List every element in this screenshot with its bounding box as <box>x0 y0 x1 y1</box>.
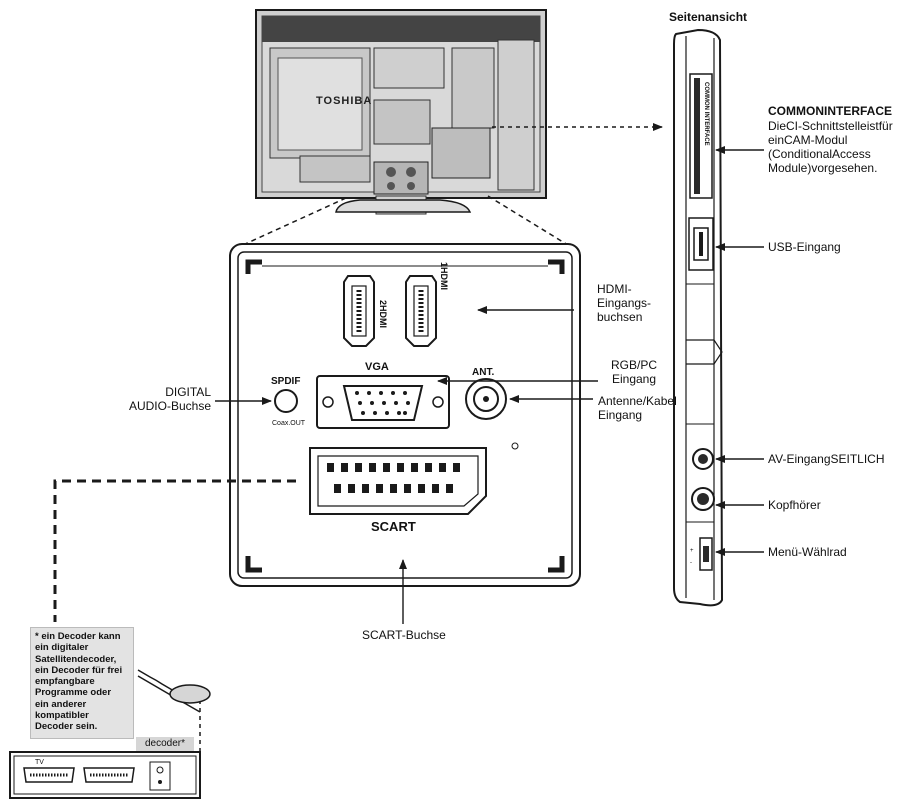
note-line-9: Decoder sein. <box>35 721 98 733</box>
tv-rear: TOSHIBA <box>255 9 547 215</box>
ci-slot-text: COMMON INTERFACE <box>703 82 709 146</box>
hdmi2-label: 2HDMI <box>378 300 388 328</box>
rgb-label-line-2: Eingang <box>611 372 657 386</box>
hdmi-label-line-2: Eingangs- <box>597 296 652 310</box>
ci-desc-line-3: (ConditionalAccess <box>768 147 871 161</box>
menu-wheel-label: Menü-Wählrad <box>768 545 847 559</box>
note-line-3: Satellitendecoder, <box>35 653 117 665</box>
digital-audio-line-2: AUDIO-Buchse <box>128 399 211 413</box>
hdmi2-port: 2HDMI <box>343 275 388 347</box>
antenna-label-line-1: Antenne/Kabel <box>598 394 677 408</box>
antenna-port: ANT. <box>465 367 507 420</box>
coax-out-label: Coax.OUT <box>272 420 306 427</box>
decoder-note: * ein Decoder kann ein digitaler Satelli… <box>30 627 134 739</box>
spdif-port: SPDIF Coax.OUT <box>271 376 306 427</box>
side-view-title: Seitenansicht <box>669 10 748 24</box>
antenna-cable <box>137 669 211 713</box>
connection-panel: 2HDMI 1HDMI SPDIF Coax.OUT VGA <box>229 243 581 587</box>
decoder-box: TV <box>9 751 201 799</box>
note-line-7: ein anderer <box>35 698 87 710</box>
usb-label: USB-Eingang <box>768 240 841 254</box>
hdmi-inputs-label: HDMI- Eingangs- buchsen <box>597 282 651 324</box>
antenna-label: Antenne/Kabel Eingang <box>598 394 677 422</box>
ci-desc-line-1: DieCI-Schnittstelleistfür <box>768 119 893 133</box>
note-line-5: empfangbare <box>35 676 95 688</box>
svg-text:-: - <box>690 560 692 566</box>
hdmi-label-line-1: HDMI- <box>597 282 632 296</box>
note-line-4: ein Decoder für frei <box>35 664 123 676</box>
note-line-8: kompatibler <box>35 710 89 722</box>
vga-label: VGA <box>365 361 389 373</box>
spdif-label: SPDIF <box>271 376 300 387</box>
headphones-label: Kopfhörer <box>768 498 821 512</box>
side-view-panel: COMMON INTERFACE + - <box>673 28 724 607</box>
common-interface-title: COMMONINTERFACE <box>768 104 892 118</box>
ci-desc-line-4: Module)vorgesehen. <box>768 161 878 175</box>
hdmi-label-line-3: buchsen <box>597 310 643 324</box>
vga-port: VGA <box>316 361 450 429</box>
note-line-6: Programme oder <box>35 687 112 699</box>
av-side-label: AV-EingangSEITLICH <box>768 452 885 466</box>
hdmi1-port: 1HDMI <box>405 262 449 347</box>
decoder-tv-label: TV <box>35 759 44 766</box>
note-line-1: * ein Decoder kann <box>35 631 121 642</box>
rgb-label-line-1: RGB/PC <box>610 358 657 372</box>
scart-socket-label: SCART-Buchse <box>362 628 446 642</box>
tv-brand-logo: TOSHIBA <box>316 95 372 107</box>
note-line-2: ein digitaler <box>35 642 89 654</box>
ci-desc-line-2: einCAM-Modul <box>768 133 848 147</box>
scart-port: SCART <box>309 447 487 534</box>
rgb-pc-label: RGB/PC Eingang <box>604 358 664 386</box>
hdmi1-label: 1HDMI <box>439 262 449 290</box>
common-interface-desc: DieCI-Schnittstelleistfür einCAM-Modul (… <box>768 119 898 175</box>
digital-audio-label: DIGITAL AUDIO-Buchse <box>128 385 211 413</box>
decoder-tag: decoder* <box>136 737 194 751</box>
ant-label: ANT. <box>472 367 494 378</box>
antenna-label-line-2: Eingang <box>598 408 643 422</box>
svg-text:+: + <box>690 548 694 554</box>
scart-label: SCART <box>371 519 416 534</box>
digital-audio-line-1: DIGITAL <box>165 385 211 399</box>
